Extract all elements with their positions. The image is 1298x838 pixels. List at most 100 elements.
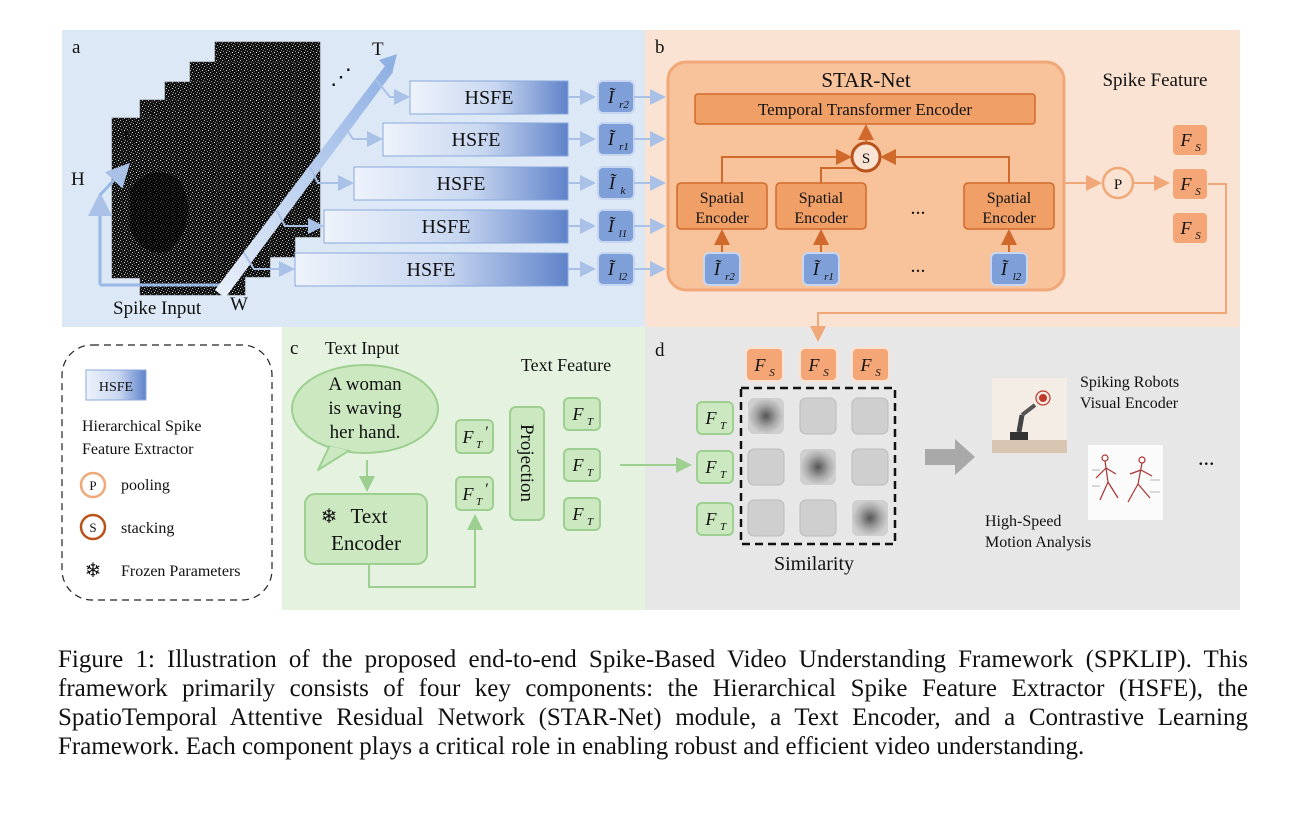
hsfe-output-l1: Ĩ l1 (597, 209, 635, 243)
svg-text:Motion Analysis: Motion Analysis (985, 534, 1091, 551)
hsfe-block-3: HSFE (353, 166, 569, 201)
svg-text:Encoder: Encoder (982, 210, 1036, 227)
similarity-fs-1: F S (745, 347, 784, 382)
hsfe-output-l2: Ĩ l2 (597, 252, 635, 286)
svg-text:′: ′ (485, 424, 489, 441)
similarity-ft-2: F T (696, 450, 734, 484)
app-motion-label: High-Speed (985, 513, 1061, 530)
panel-b-letter: b (655, 37, 665, 58)
svg-text:F: F (860, 355, 873, 375)
svg-text:Text: Text (350, 504, 387, 528)
similarity-cell (851, 448, 889, 486)
similarity-cell (799, 499, 837, 537)
hsfe-block-2: HSFE (382, 122, 569, 157)
svg-text:l2: l2 (1013, 271, 1022, 283)
svg-text:Ĩ: Ĩ (1000, 259, 1009, 279)
time-axis-arrow (215, 66, 393, 298)
stacking-node: S (850, 141, 882, 173)
svg-text:F: F (1180, 174, 1193, 194)
spatial-encoder-3: Spatial Encoder (963, 182, 1055, 230)
robot-arm-image (992, 378, 1067, 453)
similarity-cell (799, 397, 837, 435)
figure-caption: Figure 1: Illustration of the proposed e… (58, 646, 1248, 760)
svg-text:Ĩ: Ĩ (713, 259, 722, 279)
svg-text:F: F (1180, 218, 1193, 238)
similarity-cell (852, 500, 888, 536)
legend-stacking: S stacking (79, 513, 174, 541)
svg-text:T: T (587, 467, 594, 479)
svg-text:′: ′ (485, 481, 489, 498)
svg-text:Encoder: Encoder (794, 210, 848, 227)
hsfe-label: HSFE (465, 87, 514, 109)
svg-text:F: F (754, 355, 767, 375)
spike-feature-label: Spike Feature (1102, 70, 1207, 91)
spatial-encoder-ellipsis: ... (911, 197, 926, 219)
svg-text:Frozen Parameters: Frozen Parameters (121, 563, 241, 580)
text-feature-prime-1: F T ′ (455, 419, 494, 454)
axis-t-label: T (372, 39, 384, 60)
svg-text:S: S (1195, 186, 1201, 198)
hsfe-output-k: Ĩ k (597, 166, 635, 200)
legend-hsfe-chip (85, 369, 147, 401)
svg-text:S: S (1195, 142, 1201, 154)
spatial-encoder-2: Spatial Encoder (775, 182, 867, 230)
hsfe-label: HSFE (437, 173, 486, 195)
hsfe-label: HSFE (422, 216, 471, 238)
axis-c-label: C (124, 126, 137, 147)
panel-a-letter: a (72, 37, 81, 58)
svg-text:Ĩ: Ĩ (607, 87, 616, 107)
hsfe-label: HSFE (407, 259, 456, 281)
svg-text:S: S (823, 367, 829, 379)
svg-text:F: F (808, 355, 821, 375)
svg-text:r2: r2 (619, 99, 629, 111)
svg-text:r2: r2 (725, 271, 735, 283)
applications-ellipsis: ... (1198, 445, 1215, 470)
svg-text:Visual Encoder: Visual Encoder (1080, 395, 1179, 412)
arrow-to-applications (925, 439, 975, 475)
star-net-title: STAR-Net (821, 68, 910, 92)
similarity-ft-3: F T (696, 502, 734, 536)
text-encoder-block: ❄ Text Encoder (304, 493, 428, 565)
text-feature-prime-2: F T ′ (455, 476, 494, 511)
svg-text:T: T (587, 516, 594, 528)
svg-text:F: F (705, 509, 718, 529)
hsfe-block-1: HSFE (409, 80, 569, 115)
svg-text:F: F (462, 484, 475, 504)
text-input-label: Text Input (325, 338, 399, 358)
star-input-r2: Ĩ r2 (703, 252, 741, 286)
svg-text:Ĩ: Ĩ (608, 173, 617, 193)
similarity-cell (851, 397, 889, 435)
svg-text:Ĩ: Ĩ (607, 216, 616, 236)
spatial-encoder-1: Spatial Encoder (676, 182, 768, 230)
text-feature-1: F T (563, 397, 601, 431)
svg-text:T: T (476, 439, 483, 451)
spike-feature-3: F S (1171, 211, 1209, 245)
similarity-label: Similarity (774, 553, 854, 575)
spike-feature-1: F S (1171, 123, 1209, 157)
svg-text:T: T (720, 521, 727, 533)
similarity-ft-1: F T (696, 401, 734, 435)
star-input-r1: Ĩ r1 (802, 252, 840, 286)
legend-pooling: P pooling (79, 471, 170, 499)
legend-box (61, 344, 273, 601)
spike-frames-stack (111, 41, 321, 296)
svg-text:S: S (1195, 230, 1201, 242)
text-feature-3: F T (563, 497, 601, 531)
svg-text:pooling: pooling (121, 477, 170, 494)
svg-text:stacking: stacking (121, 520, 174, 537)
svg-text:F: F (572, 455, 585, 475)
similarity-fs-2: F S (799, 347, 838, 382)
svg-text:F: F (572, 404, 585, 424)
hsfe-label: HSFE (452, 129, 501, 151)
svg-text:F: F (462, 427, 475, 447)
spike-feature-2: F S (1171, 167, 1209, 201)
svg-text:Encoder: Encoder (331, 531, 401, 555)
spike-input-label: Spike Input (113, 298, 202, 319)
svg-text:Ĩ: Ĩ (812, 259, 821, 279)
panel-d-letter: d (655, 340, 665, 361)
svg-text:S: S (89, 520, 96, 535)
spike-to-similarity-connector (810, 183, 1227, 342)
svg-text:Spatial: Spatial (700, 190, 745, 207)
speech-bubble: A woman is waving her hand. (291, 364, 439, 471)
svg-text:l1: l1 (619, 228, 628, 240)
